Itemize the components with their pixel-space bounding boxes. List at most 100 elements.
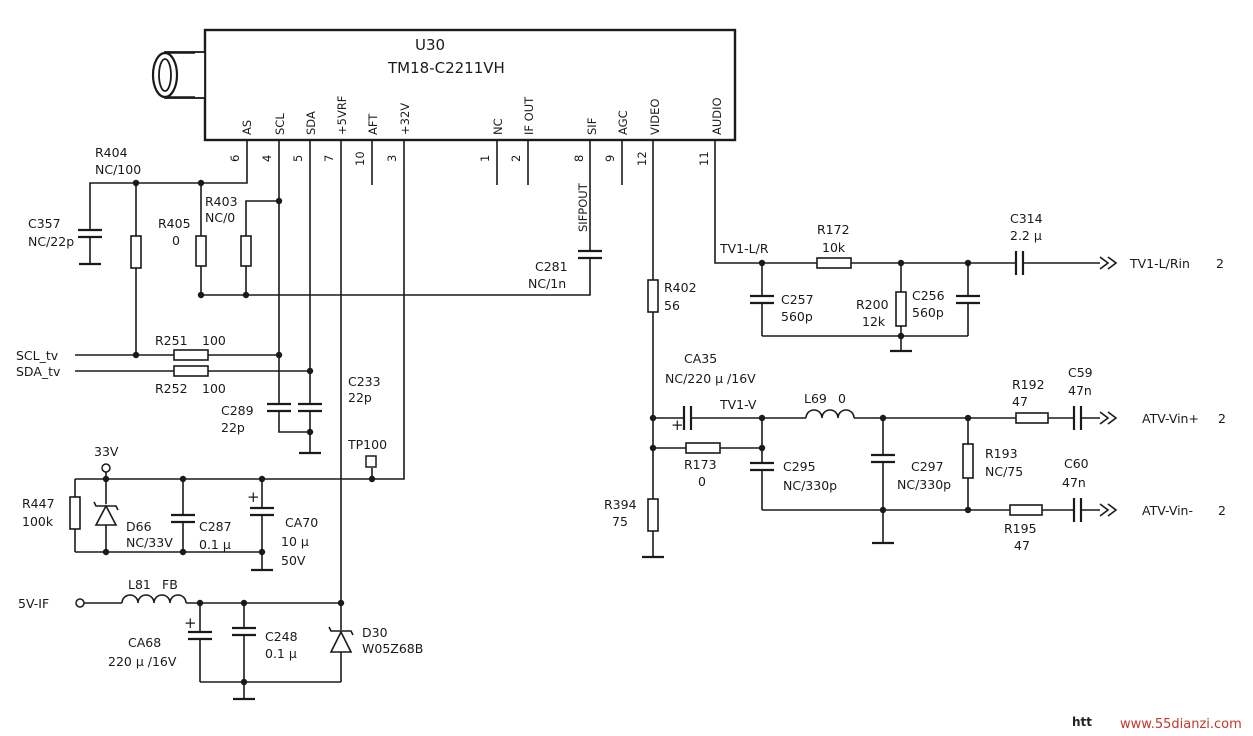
watermark: htt www.55dianzi.com <box>1072 715 1242 732</box>
r192-ref: R192 <box>1012 377 1045 392</box>
power-5v-section: 5V-IF L81 FB + CA68 220 μ /16V C248 0.1 … <box>18 162 423 701</box>
r193-ref: R193 <box>985 446 1018 461</box>
pin-number-11: 11 <box>697 151 711 166</box>
r252-ref: R252 <box>155 381 188 396</box>
ca70-voltage: 50V <box>281 553 306 568</box>
c295-ref: C295 <box>783 459 816 474</box>
ca70-value: 10 μ <box>281 534 309 549</box>
r172-ref: R172 <box>817 222 850 237</box>
net-scl-tv: SCL_tv <box>16 348 59 363</box>
pin-label-aft: AFT <box>366 113 380 135</box>
c248-value: 0.1 μ <box>265 646 297 661</box>
r405-resistor <box>195 235 207 267</box>
pin-number-1: 1 <box>478 155 492 162</box>
ic-pin-leads <box>246 140 716 185</box>
c287-value: 0.1 μ <box>199 537 231 552</box>
pin-number-8: 8 <box>572 155 586 162</box>
net-5v-if: 5V-IF <box>18 596 49 611</box>
r404-value: NC/100 <box>95 162 141 177</box>
r252-value: 100 <box>202 381 226 396</box>
c281-value: NC/1n <box>528 276 566 291</box>
r403-value: NC/0 <box>205 210 235 225</box>
l69-ref: L69 <box>804 391 827 406</box>
c287-ref: C287 <box>199 519 232 534</box>
c289-value: 22p <box>221 420 245 435</box>
r192-value: 47 <box>1012 394 1028 409</box>
pin-number-4: 4 <box>260 155 274 162</box>
pin-number-7: 7 <box>322 155 336 162</box>
ca35-plus: + <box>671 416 684 434</box>
c256-ref: C256 <box>912 288 945 303</box>
sif-output-section: SIFPOUT C281 NC/1n <box>528 162 602 291</box>
r195-value: 47 <box>1014 538 1030 553</box>
c297-ref: C297 <box>911 459 944 474</box>
r394-resistor <box>647 498 659 532</box>
c357-ref: C357 <box>28 216 61 231</box>
pin-label-if-out: IF OUT <box>522 96 536 135</box>
r252-resistor <box>173 365 209 377</box>
ca35-value: NC/220 μ /16V <box>665 371 756 386</box>
ic-body <box>203 28 737 142</box>
ca70-plus: + <box>247 488 260 506</box>
pin-label-video: VIDEO <box>648 99 662 135</box>
r192-resistor <box>1015 412 1049 424</box>
d30-ref: D30 <box>362 625 388 640</box>
l69-inductor <box>805 409 855 419</box>
r405-value: 0 <box>172 233 180 248</box>
net-tv1-v: TV1-V <box>719 397 757 412</box>
c60-ref: C60 <box>1064 456 1089 471</box>
pin-label-nc: NC <box>491 118 505 135</box>
c60-value: 47n <box>1062 475 1086 490</box>
c295-value: NC/330p <box>783 478 837 493</box>
power-33v-section: TP100 33V R447 100k D66 NC/33V C287 0.1 … <box>22 162 405 572</box>
ca68-value: 220 μ /16V <box>108 654 177 669</box>
r394-ref: R394 <box>604 497 637 512</box>
d66-zener-diode <box>94 504 118 526</box>
c357-value: NC/22p <box>28 234 74 249</box>
r403-resistor <box>240 235 252 267</box>
pin-label-32v: +32V <box>398 103 412 135</box>
c289-ref: C289 <box>221 403 254 418</box>
r173-ref: R173 <box>684 457 717 472</box>
port-arrow-icon <box>1099 503 1118 517</box>
pin-number-3: 3 <box>385 155 399 162</box>
pin-number-10: 10 <box>353 151 367 166</box>
r403-ref: R403 <box>205 194 238 209</box>
d66-value: NC/33V <box>126 535 173 550</box>
r195-resistor <box>1009 504 1043 516</box>
c281-ref: C281 <box>535 259 568 274</box>
port-atv-vin-plus-sheet: 2 <box>1218 411 1226 426</box>
d66-ref: D66 <box>126 519 152 534</box>
ca70-ref: CA70 <box>285 515 318 530</box>
net-tv1-lr: TV1-L/R <box>719 241 769 256</box>
r251-resistor <box>173 349 209 361</box>
r200-resistor <box>895 291 907 327</box>
port-atv-vin-minus: ATV-Vin- <box>1142 503 1193 518</box>
d30-value: W05Z68B <box>362 641 423 656</box>
r193-resistor <box>962 443 974 479</box>
port-atv-vin-plus: ATV-Vin+ <box>1142 411 1199 426</box>
net-sda-tv: SDA_tv <box>16 364 61 379</box>
r394-value: 75 <box>612 514 628 529</box>
r251-value: 100 <box>202 333 226 348</box>
audio-output-section: TV1-L/R R172 10k C314 2.2 μ TV1-L/Rin 2 … <box>714 162 1224 353</box>
ic-ref: U30 <box>415 36 445 54</box>
r447-resistor <box>69 496 81 530</box>
c233-value: 22p <box>348 390 372 405</box>
c257-value: 560p <box>781 309 813 324</box>
l81-ref: L81 <box>128 577 151 592</box>
r404-ref: R404 <box>95 145 128 160</box>
c233-ref: C233 <box>348 374 381 389</box>
r173-value: 0 <box>698 474 706 489</box>
r172-resistor <box>816 257 852 269</box>
c257-ref: C257 <box>781 292 814 307</box>
pin-label-5vrf: +5VRF <box>335 96 349 135</box>
port-arrow-icon <box>1099 411 1118 425</box>
r447-value: 100k <box>22 514 54 529</box>
sifpout-label: SIFPOUT <box>576 182 590 232</box>
pin-label-agc: AGC <box>616 110 630 135</box>
c59-value: 47n <box>1068 383 1092 398</box>
tp100-ref: TP100 <box>347 437 387 452</box>
l81-inductor <box>121 594 187 604</box>
